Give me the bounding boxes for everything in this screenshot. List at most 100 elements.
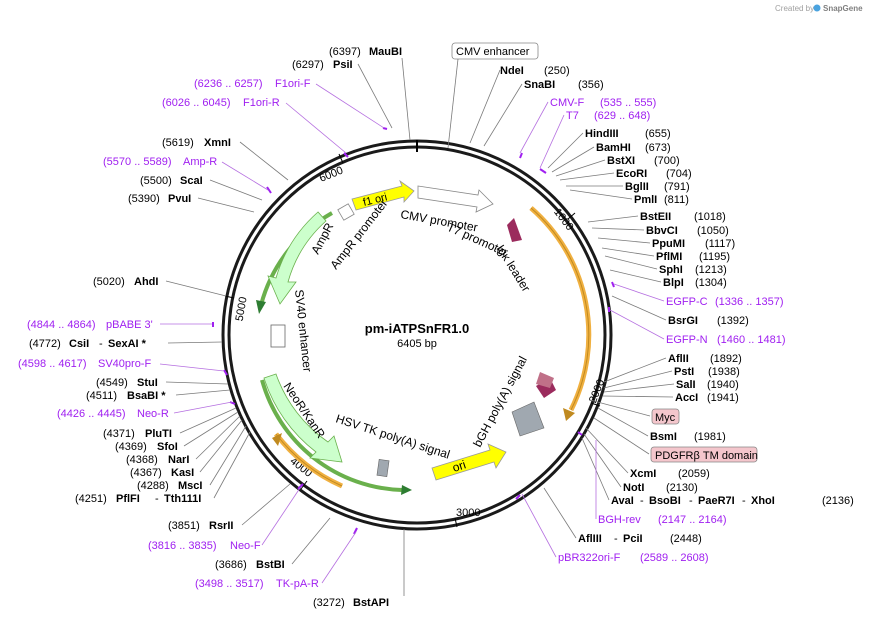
svg-text:PaeR7I: PaeR7I — [698, 495, 735, 507]
primer-pbr322ori-f: pBR322ori-F — [558, 552, 621, 564]
site-xmni: XmnI — [204, 137, 231, 149]
primer-tk-pa-r-range: (3498 .. 3517) — [195, 578, 264, 590]
site-ahdi: AhdI — [134, 276, 158, 288]
primer-sv40pro-f-range: (4598 .. 4617) — [18, 358, 87, 370]
primer-pbr322ori-f-range: (2589 .. 2608) — [640, 552, 709, 564]
site-ndei-pos: (250) — [544, 65, 570, 77]
tick-5000: 5000 — [224, 295, 250, 322]
created-by-text: Created by — [775, 4, 814, 13]
site-bsmi: BsmI — [650, 431, 677, 443]
site-maubi: MauBI — [369, 46, 402, 58]
svg-text:(1940): (1940) — [707, 379, 739, 391]
svg-text:Tth111I: Tth111I — [164, 493, 201, 505]
site-ndei: NdeI — [500, 65, 524, 77]
svg-text:-: - — [689, 495, 693, 507]
svg-text:PmlI: PmlI — [634, 194, 657, 206]
svg-text:SfoI: SfoI — [157, 441, 178, 453]
site-pcii: PciI — [623, 533, 643, 545]
svg-text:AflII: AflII — [668, 353, 689, 365]
svg-text:(704): (704) — [666, 168, 692, 180]
primer-egfp-n: EGFP-N — [666, 334, 708, 346]
svg-text:(1018): (1018) — [694, 211, 726, 223]
site-group-2136: AvaI - BsoBI - PaeR7I - XhoI (2136) — [581, 437, 854, 507]
primer-f1ori-f: F1ori-F — [275, 78, 311, 90]
primer-t7-range: (629 .. 648) — [594, 110, 650, 122]
svg-text:BglII: BglII — [625, 181, 649, 193]
svg-text:(4369): (4369) — [115, 441, 147, 453]
svg-text:(1941): (1941) — [707, 392, 739, 404]
primer-neo-f-range: (3816 .. 3835) — [148, 540, 217, 552]
svg-text:PpuMI: PpuMI — [652, 238, 685, 250]
svg-text:AvaI: AvaI — [611, 495, 634, 507]
primer-bgh-rev-range: (2147 .. 2164) — [658, 514, 727, 526]
svg-text:NarI: NarI — [168, 454, 189, 466]
svg-text:(2136): (2136) — [822, 495, 854, 507]
egfp-orange-arc-inner — [530, 207, 590, 411]
hsv-tk-label: HSV TK poly(A) signal — [334, 412, 452, 462]
site-bsabi: BsaBI * — [127, 390, 166, 402]
svg-text:BstEII: BstEII — [640, 211, 671, 223]
primer-neo-r-range: (4426 .. 4445) — [57, 408, 126, 420]
svg-text:BamHI: BamHI — [596, 142, 631, 154]
site-csii: CsiI — [69, 338, 89, 350]
svg-text:EcoRI: EcoRI — [616, 168, 647, 180]
f1-ori-label: f1 ori — [362, 191, 389, 209]
primer-f1ori-f-range: (6236 .. 6257) — [194, 78, 263, 90]
svg-text:-: - — [640, 495, 644, 507]
ori-label: ori — [451, 457, 468, 474]
svg-text:(4288): (4288) — [137, 480, 169, 492]
bgh-feature — [511, 401, 545, 437]
svg-text:KasI: KasI — [171, 467, 194, 479]
sv40-enhancer-label: SV40 enhancer — [292, 289, 315, 373]
svg-text:HindIII: HindIII — [585, 128, 619, 140]
site-noti-pos: (2130) — [666, 482, 698, 494]
site-afliii: AflIII — [578, 533, 602, 545]
primer-f1ori-r: F1ori-R — [243, 97, 280, 109]
primer-t7: T7 — [566, 110, 579, 122]
site-bsabi-pos: (4511) — [86, 390, 117, 402]
svg-text:PflMI: PflMI — [656, 251, 682, 263]
ori-feature — [431, 443, 507, 481]
site-bsmi-pos: (1981) — [694, 431, 726, 443]
f1-ori-feature — [351, 179, 415, 211]
site-psii: PsiI — [333, 59, 353, 71]
igk-leader-feature — [507, 218, 522, 242]
svg-text:(4368): (4368) — [126, 454, 158, 466]
svg-text:SalI: SalI — [676, 379, 696, 391]
site-bstapi-pos: (3272) — [313, 597, 345, 609]
svg-text:PstI: PstI — [674, 366, 694, 378]
primer-pbabe: pBABE 3' — [106, 319, 153, 331]
svg-text:(791): (791) — [664, 181, 690, 193]
primer-sv40pro-f: SV40pro-F — [98, 358, 151, 370]
svg-text:3000: 3000 — [456, 507, 480, 519]
site-group-4251-4371: (4371) PluTI (4369) SfoI (4368) NarI (43… — [75, 407, 251, 505]
primer-bgh-rev: BGH-rev — [598, 514, 641, 526]
neo-green-arrow — [401, 485, 412, 495]
site-stui-pos: (4549) — [96, 377, 128, 389]
svg-text:(1304): (1304) — [695, 277, 727, 289]
egfp-arrow-head — [563, 408, 575, 421]
snapgene-brand-text: SnapGene — [823, 4, 863, 13]
site-stui: StuI — [137, 377, 158, 389]
svg-text:(1195): (1195) — [699, 251, 730, 263]
svg-text:(1892): (1892) — [710, 353, 742, 365]
svg-text:5000: 5000 — [234, 296, 250, 322]
site-afliii-pos: (2448) — [670, 533, 702, 545]
svg-text:AccI: AccI — [675, 392, 698, 404]
svg-text:(1213): (1213) — [695, 264, 727, 276]
site-noti: NotI — [623, 482, 644, 494]
snapgene-logo-icon — [813, 4, 821, 12]
site-maubi-pos: (6397) — [329, 46, 361, 58]
svg-text:(4367): (4367) — [130, 467, 162, 479]
primer-egfp-c-range: (1336 .. 1357) — [715, 296, 784, 308]
svg-text:-: - — [155, 493, 159, 505]
plasmid-name: pm-iATPSnFR1.0 — [365, 321, 470, 336]
svg-text:(673): (673) — [645, 142, 671, 154]
svg-text:(1117): (1117) — [705, 238, 735, 250]
svg-text:(1938): (1938) — [708, 366, 740, 378]
neo-orange-arc-inner — [275, 433, 343, 487]
svg-text:BstXI: BstXI — [607, 155, 635, 167]
site-sexai-dash: - — [99, 338, 103, 350]
site-xcmi: XcmI — [630, 468, 656, 480]
site-pvui-pos: (5390) — [128, 193, 160, 205]
